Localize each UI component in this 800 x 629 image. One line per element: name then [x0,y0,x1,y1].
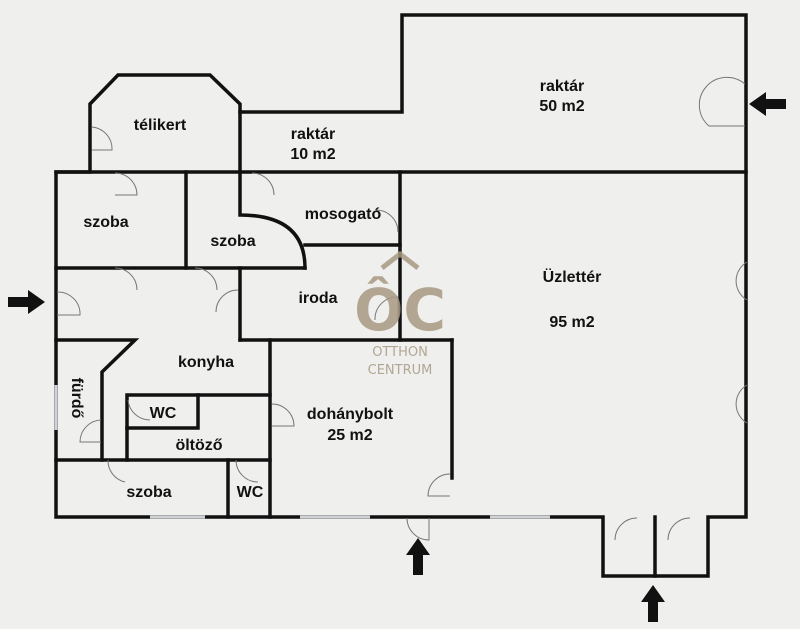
logo-mark: ÔC [354,275,446,344]
arrow-right-icon [8,290,45,314]
arrow-left-icon [749,92,786,116]
room-name: konyha [178,354,234,371]
room-name: szoba [126,484,171,501]
room-name: WC [237,484,264,501]
arrow-up-icon [641,585,665,622]
room-name: dohánybolt [307,406,394,423]
arrow-up-icon [406,538,430,575]
room-name: iroda [298,290,337,307]
logo-roof-icon [380,250,420,270]
room-name: WC [150,405,177,422]
logo-line2: CENTRUM [368,363,433,378]
room-area: 10 m2 [290,146,335,163]
room-labels: raktár 50 m2 raktár 10 m2 télikert szoba… [68,78,601,501]
logo-line1: OTTHON [372,345,428,360]
room-name: Üzlettér [543,267,602,286]
room-name: szoba [83,214,128,231]
doors [56,76,748,541]
room-area: 95 m2 [549,314,594,331]
room-name: szoba [210,233,255,250]
room-name: öltöző [175,437,222,454]
room-area: 25 m2 [327,427,372,444]
room-name: raktár [540,78,584,95]
room-name: télikert [134,117,187,134]
floor-area [54,13,748,578]
room-name: fürdő [68,378,85,419]
entrance-arrows [8,92,786,622]
room-name: raktár [291,126,335,143]
room-area: 50 m2 [539,98,584,115]
interior-walls [54,110,748,578]
openings [54,385,550,519]
room-name: mosogató [305,206,382,223]
logo: ÔC OTTHON CENTRUM [354,250,446,378]
